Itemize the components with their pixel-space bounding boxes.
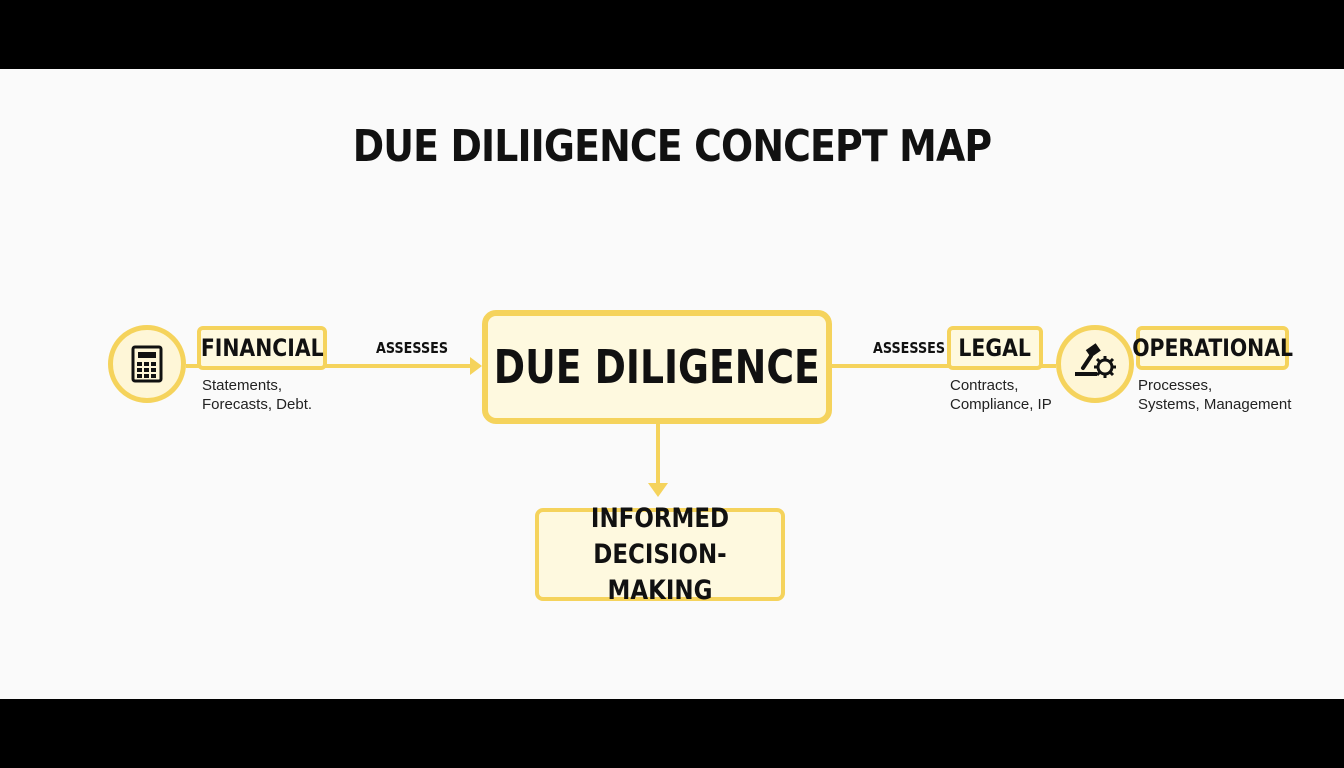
diagram-title: DUE DILIIGENCE CONCEPT MAP (352, 121, 992, 172)
financial-desc-line1: Statements, (202, 377, 283, 394)
calculator-icon (131, 345, 163, 383)
operational-label: OPERATIONAL (1132, 334, 1293, 362)
financial-description: Statements, Forecasts, Debt. (202, 376, 312, 414)
operational-desc-line1: Processes, (1138, 377, 1213, 394)
financial-icon-circle (108, 325, 186, 403)
legal-node: LEGAL (947, 326, 1043, 370)
main-node: DUE DILIGENCE (482, 310, 832, 424)
financial-desc-line2: Forecasts, Debt. (202, 396, 313, 413)
main-node-label: DUE DILIGENCE (493, 340, 821, 394)
operational-description: Processes, Systems, Management (1138, 376, 1291, 414)
edge-label-right: ASSESSES (873, 339, 946, 357)
operational-icon-circle (1056, 325, 1134, 403)
financial-label: FINANCIAL (200, 334, 324, 362)
legal-desc-line2: Compliance, IP (950, 396, 1052, 413)
result-node: INFORMED DECISION-MAKING (535, 503, 785, 606)
legal-description: Contracts, Compliance, IP (950, 376, 1052, 414)
edge-label-left: ASSESSES (376, 339, 449, 357)
financial-node: FINANCIAL (197, 326, 327, 370)
legal-desc-line1: Contracts, (950, 377, 1019, 394)
arrowhead-result (648, 483, 668, 497)
result-node-label: INFORMED DECISION-MAKING (590, 502, 730, 606)
operational-node: OPERATIONAL (1132, 326, 1293, 370)
operational-desc-line2: Systems, Management (1138, 396, 1292, 413)
legal-label: LEGAL (958, 334, 1032, 362)
gavel-gear-icon (1075, 343, 1116, 378)
arrowhead-main-left (470, 357, 482, 375)
